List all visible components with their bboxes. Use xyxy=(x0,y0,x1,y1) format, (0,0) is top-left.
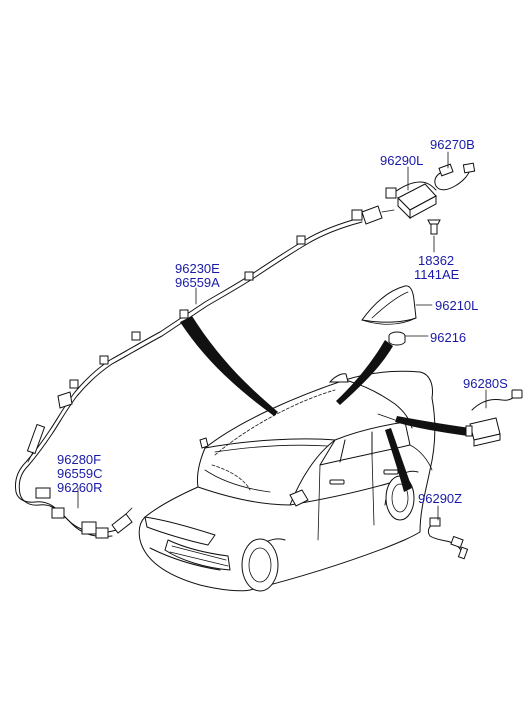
arrow-roof-cable xyxy=(180,316,278,416)
main-cable-assembly xyxy=(15,205,395,495)
arrow-roof-antenna xyxy=(336,340,393,405)
label-96210L: 96210L xyxy=(435,298,478,313)
label-96216: 96216 xyxy=(430,330,466,345)
cable-clip xyxy=(244,271,254,281)
label-18362: 18362 xyxy=(418,253,454,268)
car-illustration xyxy=(138,370,436,592)
leader-lines xyxy=(77,151,487,521)
label-1141AE: 1141AE xyxy=(414,267,460,282)
label-96280S: 96280S xyxy=(463,376,508,391)
cable-clip xyxy=(131,331,141,341)
cable-clip xyxy=(351,209,363,221)
lower-cable-assembly xyxy=(15,487,133,539)
cable-clip xyxy=(179,309,189,319)
label-96559A: 96559A xyxy=(175,275,220,290)
gps-module-assembly xyxy=(465,389,523,447)
label-96270B: 96270B xyxy=(430,137,475,152)
label-96260R: 96260R xyxy=(57,480,103,495)
label-96280F: 96280F xyxy=(57,452,101,467)
label-96290Z: 96290Z xyxy=(418,491,462,506)
cable-clip xyxy=(99,355,109,365)
label-96230E: 96230E xyxy=(175,261,220,276)
cable-clip xyxy=(95,527,109,539)
arrow-module xyxy=(395,416,470,436)
arrow-feeder xyxy=(385,428,412,492)
label-96559C: 96559C xyxy=(57,466,103,481)
feeder-cable-assembly xyxy=(427,517,469,560)
upper-right-assembly xyxy=(385,162,476,235)
part-labels: 96270B 96290L 18362 1141AE 96210L 96216 … xyxy=(57,137,508,506)
label-96290L: 96290L xyxy=(380,153,423,168)
cable-clip xyxy=(35,487,51,499)
cable-clip xyxy=(296,235,306,245)
cable-clip xyxy=(51,507,65,519)
pointer-arrows xyxy=(180,316,470,492)
cable-clip xyxy=(69,379,79,389)
roof-antenna-assembly xyxy=(361,285,417,346)
cable-clip xyxy=(81,521,97,535)
